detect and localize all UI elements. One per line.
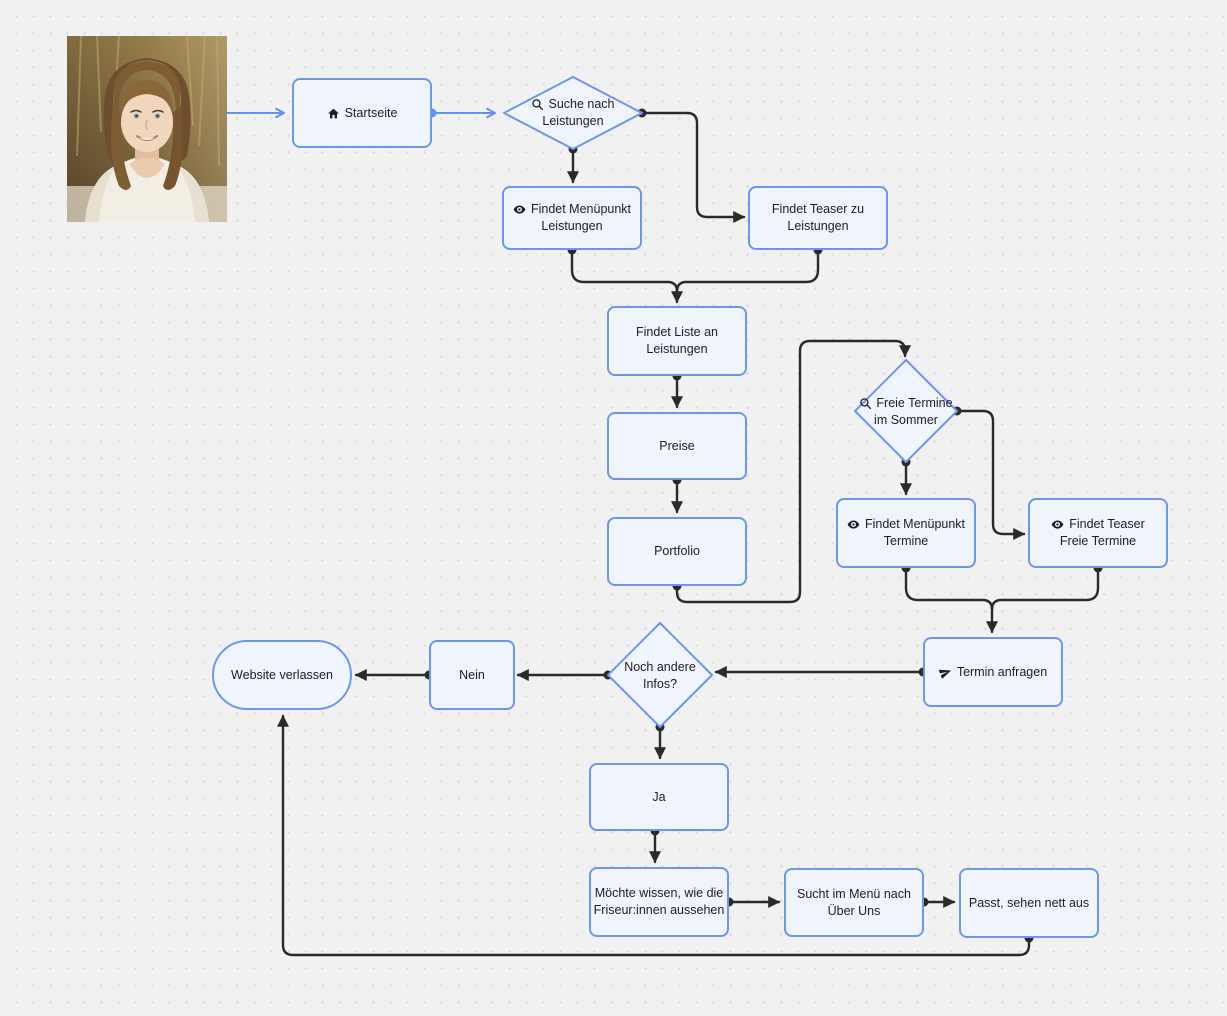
node-findet-liste-leistungen[interactable]: Findet Liste an Leistungen <box>607 306 747 376</box>
node-startseite[interactable]: Startseite <box>292 78 432 148</box>
node-findet-teaser-leistungen[interactable]: Findet Teaser zu Leistungen <box>748 186 888 250</box>
diamond-shapes[interactable] <box>503 76 958 728</box>
node-findet-teaser-termine[interactable]: Findet Teaser Freie Termine <box>1028 498 1168 568</box>
node-label: Ja <box>652 789 666 804</box>
node-label-line1: Sucht im Menü nach <box>797 886 911 901</box>
node-label: Termin anfragen <box>956 664 1048 679</box>
node-label: Passt, sehen nett aus <box>968 895 1090 910</box>
node-label-line2: Friseur:innen aussehen <box>593 903 725 917</box>
node-passt[interactable]: Passt, sehen nett aus <box>959 868 1099 938</box>
node-label-line1: Findet Teaser zu <box>771 202 865 216</box>
node-sucht-im-menu[interactable]: Sucht im Menü nach Über Uns <box>784 868 924 937</box>
home-icon <box>327 108 339 118</box>
connector-merge-right-leistungen[interactable] <box>675 248 820 293</box>
node-termin-anfragen[interactable]: Termin anfragen <box>923 637 1063 707</box>
node-findet-menupunkt-leistungen[interactable]: Findet Menüpunkt Leistungen <box>502 186 642 250</box>
node-label: Website verlassen <box>231 667 333 682</box>
node-moechte-wissen[interactable]: Möchte wissen, wie die Friseur:innen aus… <box>589 867 729 937</box>
node-ja[interactable]: Ja <box>589 763 729 831</box>
node-label: Startseite <box>344 105 398 120</box>
persona-photo-image <box>67 36 227 222</box>
node-label-line1: Findet Menüpunkt <box>864 517 966 531</box>
node-preise[interactable]: Preise <box>607 412 747 480</box>
connector-freie-to-teaser-termine[interactable] <box>955 409 1026 540</box>
connector-suche-to-teaser-leistungen[interactable] <box>640 111 746 223</box>
node-nein[interactable]: Nein <box>429 640 515 710</box>
node-label-line1: Findet Liste an <box>636 325 718 339</box>
node-website-verlassen[interactable]: Website verlassen <box>212 640 352 710</box>
node-label-line2: Leistungen <box>787 219 849 233</box>
connector-passt-to-verlassen[interactable] <box>277 714 1031 957</box>
connectors-black[interactable] <box>277 111 1100 957</box>
diamond-noch-andere-infos[interactable] <box>607 622 713 728</box>
eye-icon <box>513 205 526 214</box>
diamond-freie-termine[interactable] <box>854 359 958 463</box>
node-label-line2: Leistungen <box>541 219 603 233</box>
eye-icon <box>847 520 860 529</box>
connector-merge-left-leistungen[interactable] <box>570 248 679 293</box>
eye-icon <box>1051 520 1064 529</box>
node-label: Preise <box>659 438 695 453</box>
node-label-line2: Über Uns <box>827 903 881 918</box>
connector-merge-left-termine[interactable] <box>904 566 994 611</box>
node-label: Nein <box>459 667 485 682</box>
connector-merge-right-termine[interactable] <box>990 566 1100 611</box>
node-label-line1: Findet Teaser <box>1069 517 1145 531</box>
node-findet-menupunkt-termine[interactable]: Findet Menüpunkt Termine <box>836 498 976 568</box>
node-portfolio[interactable]: Portfolio <box>607 517 747 586</box>
node-label-line1: Möchte wissen, wie die <box>594 886 724 900</box>
node-label: Portfolio <box>654 544 700 558</box>
node-label-line2: Termine <box>883 534 929 548</box>
connector-portfolio-to-freie-termine[interactable] <box>675 339 911 604</box>
send-icon <box>938 669 951 679</box>
diamond-suche-nach-leistungen[interactable] <box>503 76 643 150</box>
node-label-line2: Leistungen <box>646 342 708 356</box>
node-label-line2: Freie Termine <box>1059 534 1137 548</box>
node-label-line1: Findet Menüpunkt <box>530 202 632 216</box>
persona-photo[interactable] <box>67 36 227 222</box>
